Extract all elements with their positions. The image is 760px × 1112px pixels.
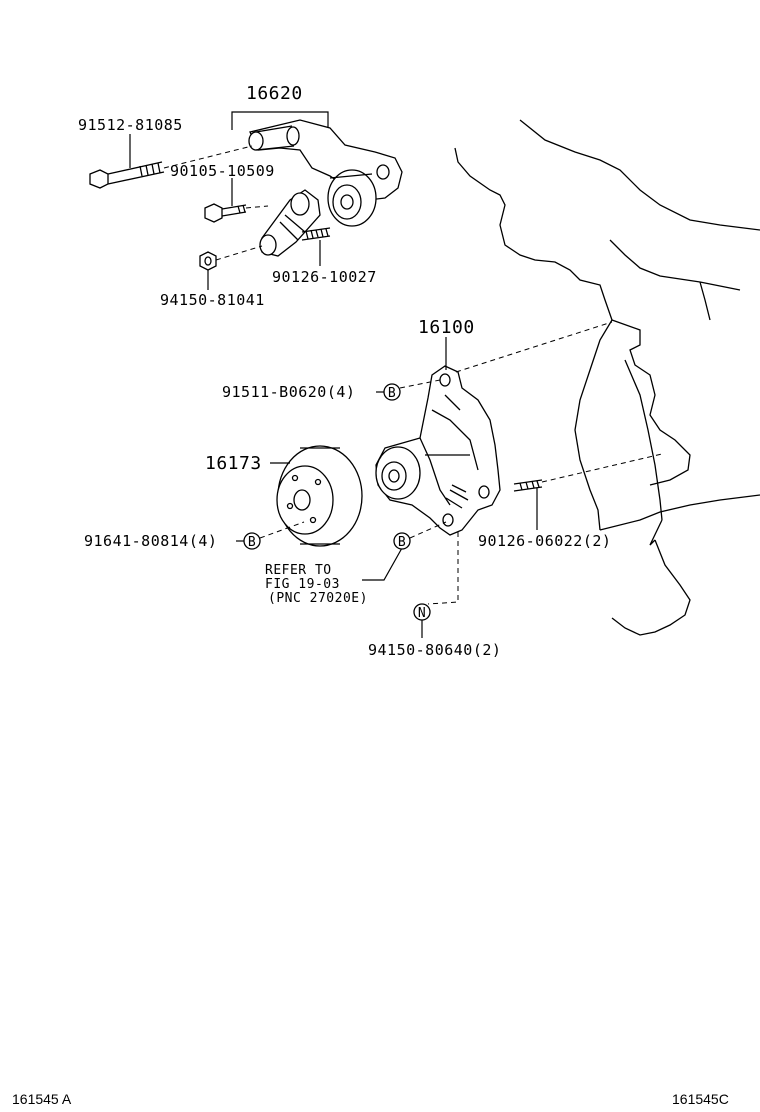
stud [301,227,331,241]
refer-line-2: FIG 19-03 [265,577,340,592]
pump-pulley [276,445,363,547]
nut [199,251,217,271]
leader-lines [129,111,663,638]
label-16173: 16173 [205,453,262,474]
marker-n: N [413,603,431,621]
svg-text:N: N [418,606,426,621]
label-90105-10509: 90105-10509 [170,162,275,180]
long-bolt [89,161,165,189]
svg-text:B: B [388,386,396,401]
marker-b-1: B [383,383,401,401]
footer-left-code: 161545 A [12,1091,72,1107]
svg-text:B: B [398,535,406,550]
tensioner-assembly [248,119,403,257]
label-90126-06022: 90126-06022(2) [478,532,611,550]
label-91511-b0620: 91511-B0620(4) [222,383,355,401]
label-91512-81085: 91512-81085 [78,116,183,134]
marker-b-3: B [393,532,411,550]
marker-b-2: B [243,532,261,550]
label-16100: 16100 [418,317,475,338]
footer-right-code: 161545C [672,1091,729,1107]
label-94150-80640: 94150-80640(2) [368,641,501,659]
engine-block-outline [454,119,760,636]
pump-stud [513,479,543,492]
label-90126-10027: 90126-10027 [272,268,377,286]
label-91641-80814: 91641-80814(4) [84,532,217,550]
svg-text:B: B [248,535,256,550]
label-94150-81041: 94150-81041 [160,291,265,309]
refer-line-1: REFER TO [265,563,332,578]
label-16620: 16620 [246,83,303,104]
short-bolt [204,203,247,223]
refer-line-3: (PNC 27020E) [268,591,368,606]
